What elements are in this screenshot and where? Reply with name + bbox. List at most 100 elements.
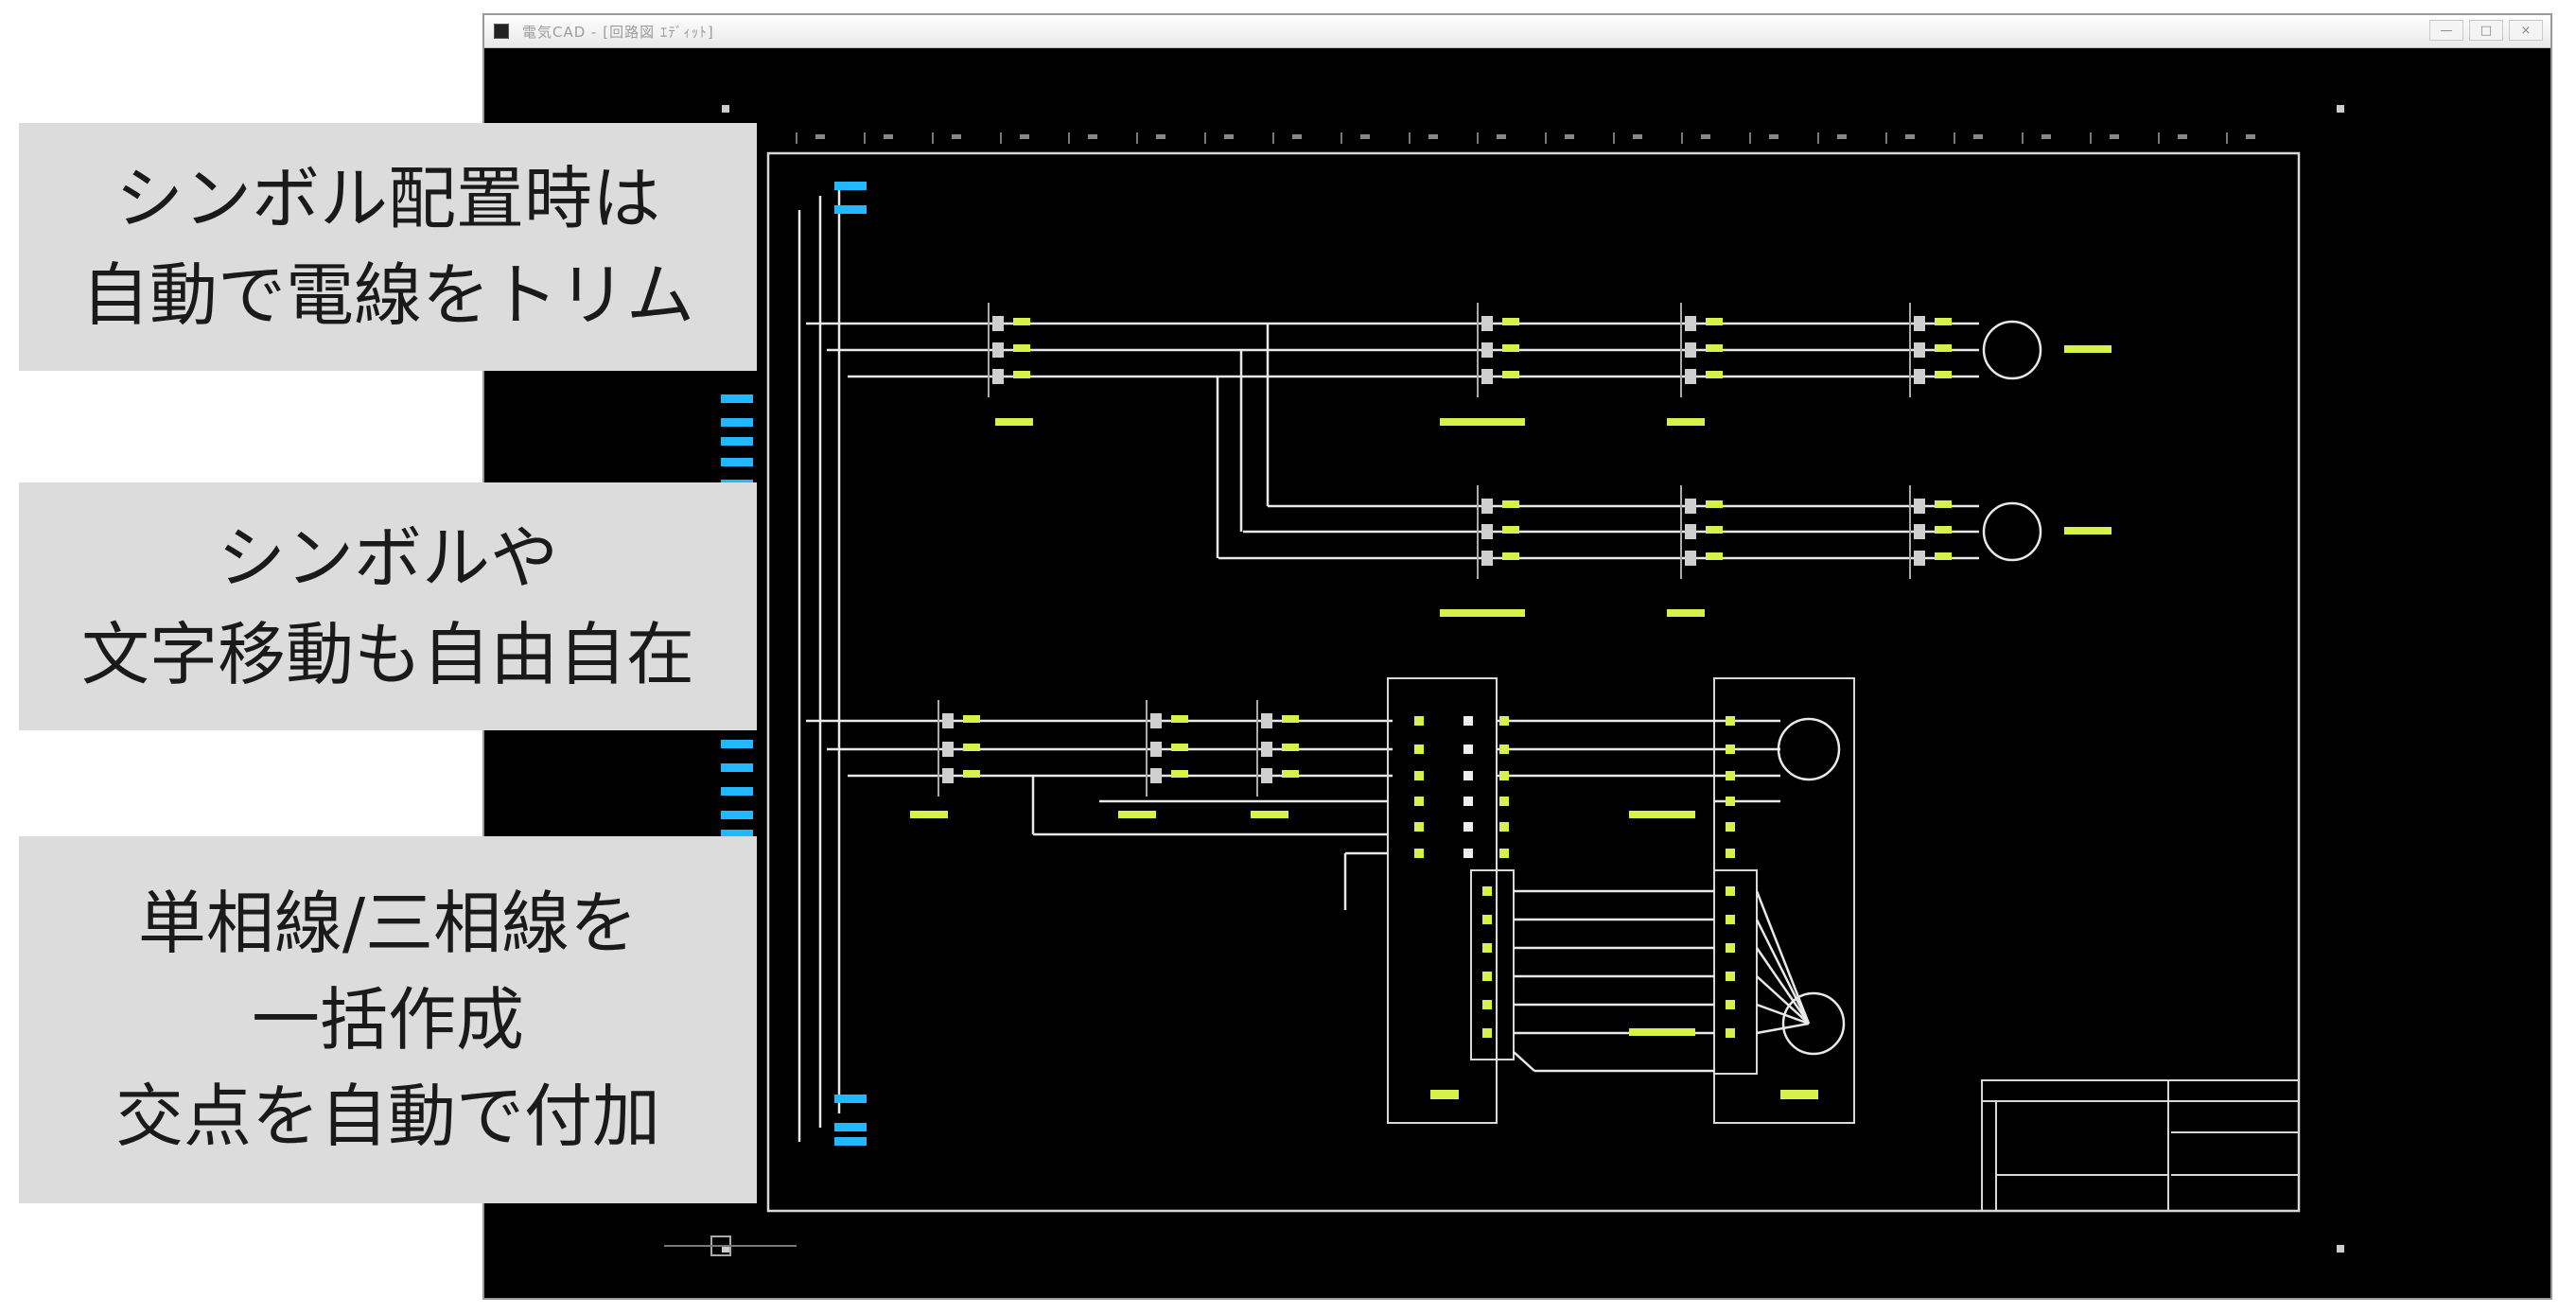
device-label	[1171, 744, 1188, 751]
window-title: 電気CAD - [回路図 ｴﾃﾞｨｯﾄ]	[522, 23, 714, 41]
device-contact	[1914, 524, 1925, 539]
device-contact	[942, 742, 954, 757]
device-contact	[1481, 342, 1493, 358]
device-label	[910, 811, 948, 818]
cad-window: 電気CAD - [回路図 ｴﾃﾞｨｯﾄ] — □ ×	[482, 13, 2552, 1300]
device-label	[1935, 552, 1952, 560]
terminal-label	[721, 830, 753, 838]
device-contact	[1914, 551, 1925, 566]
ruler-label	[1292, 134, 1302, 139]
terminal-dot	[1726, 972, 1735, 981]
terminal-block	[1713, 869, 1758, 1075]
device-label	[1502, 371, 1519, 378]
window-titlebar[interactable]: 電気CAD - [回路図 ｴﾃﾞｨｯﾄ] — □ ×	[484, 15, 2550, 48]
terminal-label	[721, 763, 753, 772]
terminal-dot	[1726, 822, 1735, 832]
terminal-dot	[1463, 797, 1473, 806]
terminal-dot	[1482, 1028, 1492, 1038]
close-button[interactable]: ×	[2509, 20, 2543, 41]
device-contact	[1914, 316, 1925, 331]
terminal-label	[834, 1095, 867, 1103]
callout-line: 文字移動も自由自在	[80, 615, 694, 694]
device-contact	[1481, 524, 1493, 539]
device-contact	[1914, 342, 1925, 358]
terminal-label	[721, 437, 753, 446]
maximize-button[interactable]: □	[2469, 20, 2503, 41]
drawing-canvas[interactable]	[484, 47, 2550, 1298]
callout-line: 一括作成	[251, 979, 524, 1060]
wire-line	[1756, 975, 1810, 1025]
callout-line: シンボル配置時は	[114, 158, 660, 238]
device-label	[1502, 526, 1519, 534]
panel-box	[1713, 677, 1855, 1124]
ruler-label	[1905, 134, 1915, 139]
terminal-label	[721, 740, 753, 748]
corner-marker	[722, 1245, 729, 1253]
wire-line	[1755, 947, 1811, 1025]
ruler-label	[1769, 134, 1779, 139]
callout-line: 自動で電線をトリム	[80, 255, 694, 335]
device-label	[1667, 609, 1705, 617]
ruler-label	[1020, 134, 1029, 139]
ruler-label	[1224, 134, 1234, 139]
terminal-dot	[1726, 771, 1735, 780]
terminal-block	[1470, 869, 1515, 1060]
device-label	[1935, 526, 1952, 534]
motor-symbol	[1982, 320, 2042, 380]
callout-free-move: シンボルや 文字移動も自由自在	[19, 482, 757, 730]
device-contact	[942, 713, 954, 728]
device-label	[1013, 318, 1030, 325]
terminal-dot	[1499, 797, 1509, 806]
corner-marker	[2337, 1245, 2344, 1253]
device-label	[1282, 744, 1299, 751]
device-contact	[1914, 369, 1925, 384]
terminal-dot	[1726, 797, 1735, 806]
panel-box	[1387, 677, 1498, 1124]
terminal-dot	[1482, 886, 1492, 896]
corner-marker	[722, 105, 729, 113]
ruler-label	[1497, 134, 1506, 139]
device-label	[1706, 318, 1723, 325]
terminal-dot	[1726, 1000, 1735, 1009]
ruler-label	[952, 134, 961, 139]
device-contact	[1481, 499, 1493, 514]
device-contact	[1150, 713, 1162, 728]
terminal-dot	[1463, 822, 1473, 832]
motor-symbol	[1777, 717, 1841, 781]
device-label	[2064, 527, 2112, 534]
device-contact	[1481, 316, 1493, 331]
device-label	[1502, 500, 1519, 508]
terminal-dot	[1499, 745, 1509, 754]
device-contact	[1481, 551, 1493, 566]
terminal-dot	[1463, 771, 1473, 780]
device-contact	[1150, 768, 1162, 783]
terminal-dot	[1726, 886, 1735, 896]
terminal-label	[721, 394, 753, 403]
ruler-label	[815, 134, 825, 139]
device-contact	[1261, 768, 1272, 783]
device-label	[1629, 811, 1695, 818]
device-label	[1282, 770, 1299, 778]
device-contact	[1685, 524, 1696, 539]
callout-line: 交点を自動で付加	[114, 1077, 660, 1157]
device-label	[1706, 344, 1723, 352]
ruler-label	[2110, 134, 2119, 139]
terminal-dot	[1482, 915, 1492, 924]
device-label	[963, 715, 980, 723]
terminal-dot	[1463, 849, 1473, 858]
device-label	[1935, 344, 1952, 352]
ruler-label	[2042, 134, 2051, 139]
terminal-dot	[1414, 716, 1424, 726]
ruler-label	[1973, 134, 1983, 139]
device-contact	[1685, 551, 1696, 566]
device-label	[1706, 526, 1723, 534]
device-label	[1502, 344, 1519, 352]
ruler-label	[1633, 134, 1642, 139]
minimize-button[interactable]: —	[2429, 20, 2463, 41]
wire-line	[1755, 919, 1811, 1025]
terminal-dot	[1726, 716, 1735, 726]
device-label	[2064, 345, 2112, 353]
terminal-dot	[1414, 822, 1424, 832]
callout-bulk-wiring: 単相線/三相線を 一括作成 交点を自動で付加	[19, 836, 757, 1203]
device-label	[963, 770, 980, 778]
